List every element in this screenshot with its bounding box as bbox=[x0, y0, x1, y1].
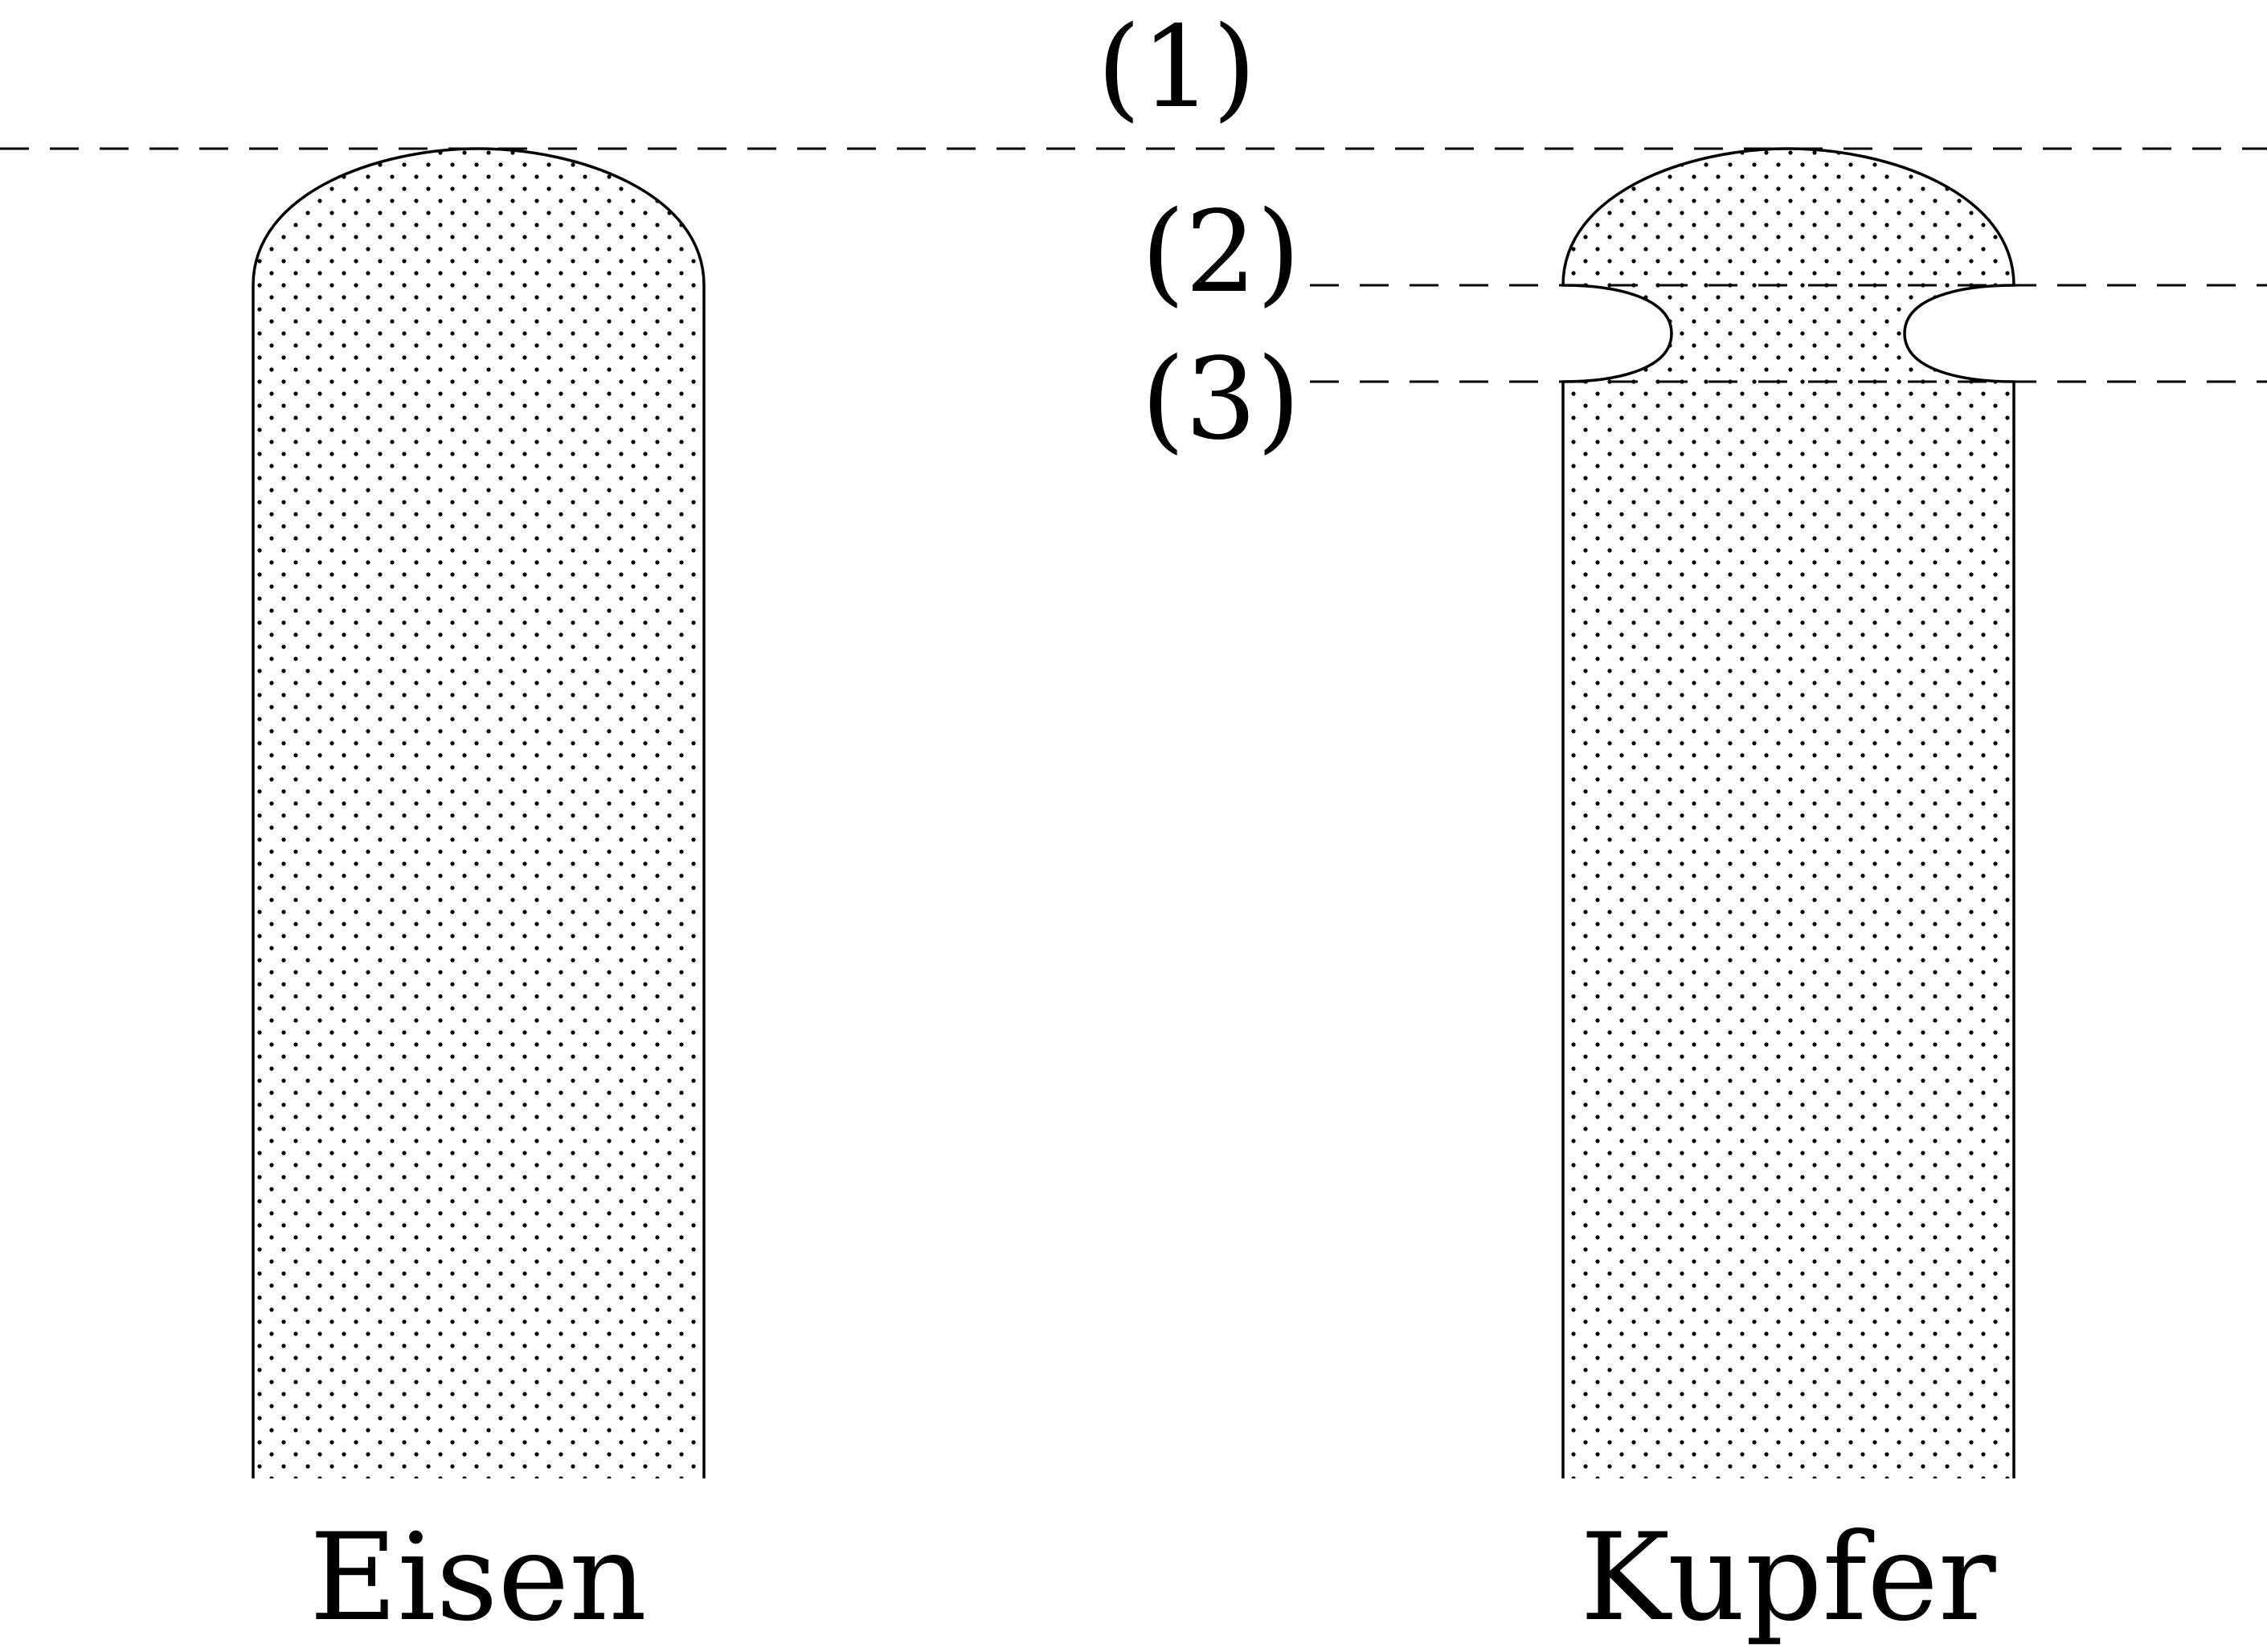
iron-sample bbox=[252, 147, 706, 1478]
copper-label: Kupfer bbox=[1580, 1508, 1996, 1648]
level-label-3: (3) bbox=[1141, 334, 1300, 465]
iron-label: Eisen bbox=[309, 1508, 647, 1648]
level-label-2: (2) bbox=[1141, 187, 1300, 318]
copper-sample bbox=[1561, 147, 2015, 1478]
level-label-1: (1) bbox=[1097, 2, 1256, 133]
